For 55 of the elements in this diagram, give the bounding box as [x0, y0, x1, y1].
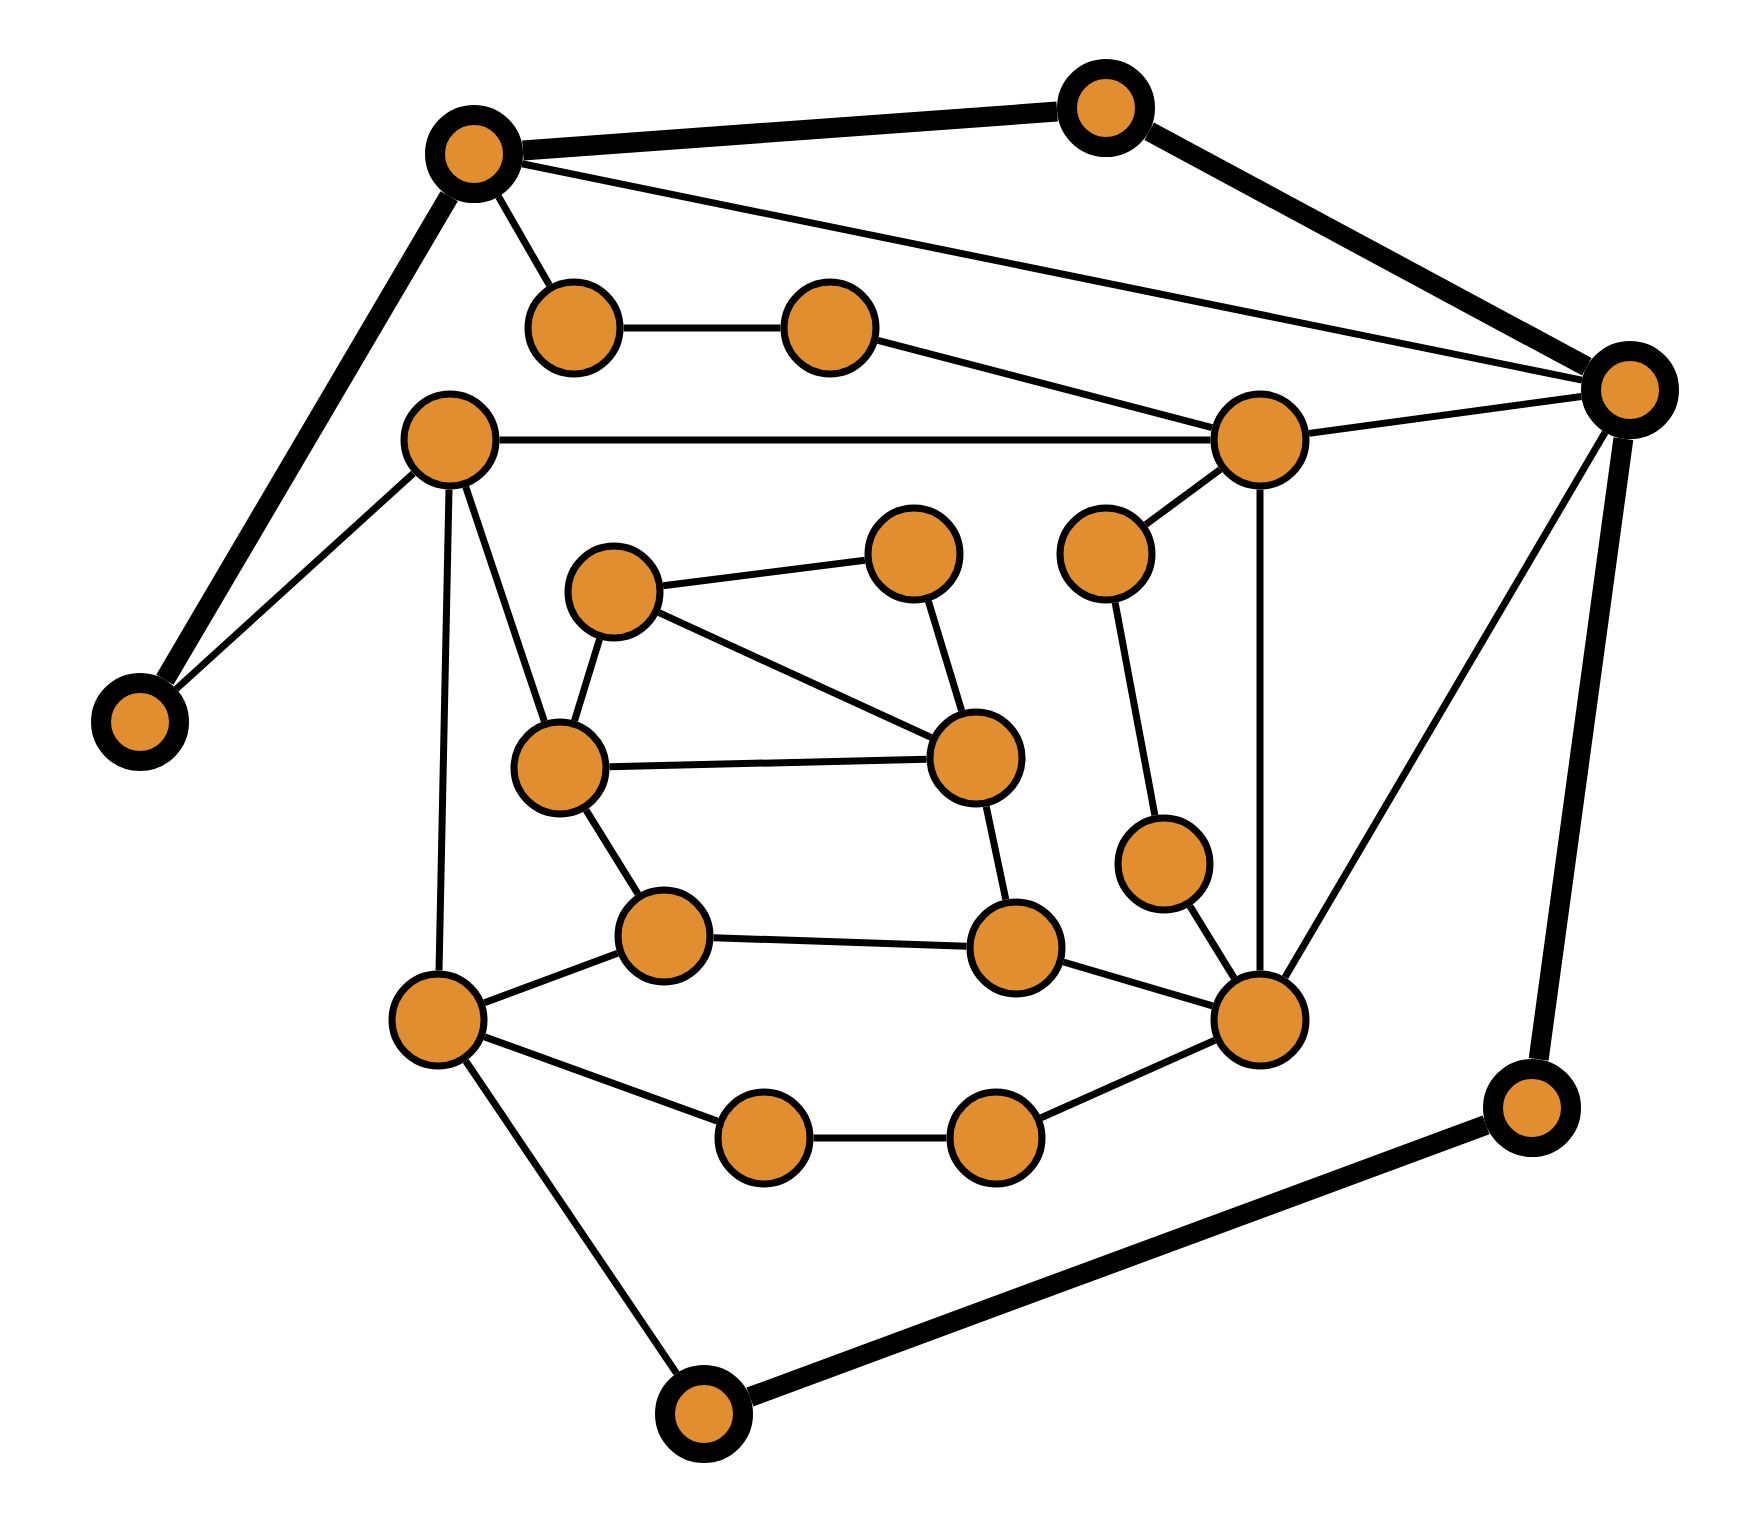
- graph-node: [1210, 970, 1310, 1070]
- graph-edge: [877, 337, 1213, 431]
- graph-node: [524, 278, 624, 378]
- graph-edge: [583, 808, 641, 896]
- graph-node: [1114, 814, 1214, 914]
- graph-node: [91, 673, 189, 771]
- graph-node: [655, 1365, 753, 1463]
- graph-node: [614, 886, 714, 986]
- graph-edge: [813, 1134, 947, 1142]
- graph-edge: [1143, 466, 1223, 528]
- graph-edge: [462, 485, 548, 723]
- graph-node: [1210, 390, 1310, 490]
- graph-edge: [623, 324, 781, 332]
- graph-edge: [713, 934, 967, 950]
- graph-edge: [662, 556, 866, 590]
- graph-node: [1057, 59, 1155, 157]
- graph-node: [926, 708, 1026, 808]
- graph-edge: [1528, 437, 1634, 1061]
- graph-node: [946, 1088, 1046, 1188]
- graph-node: [1581, 341, 1679, 439]
- graph-edge: [521, 160, 1583, 384]
- graph-edge: [982, 805, 1010, 901]
- graph-edge: [522, 101, 1058, 161]
- graph-edge: [483, 949, 619, 1007]
- graph-edge: [1256, 489, 1264, 971]
- graph-edge: [925, 600, 965, 712]
- graph-edge: [571, 638, 603, 722]
- graph-edge: [657, 609, 933, 741]
- graph-edge: [746, 1115, 1490, 1407]
- graph-node: [425, 105, 523, 203]
- graph-edge: [1186, 904, 1238, 980]
- graph-edge: [173, 470, 416, 692]
- graph-edge: [1062, 958, 1214, 1010]
- graph-edge: [483, 1033, 719, 1125]
- graph-node: [864, 504, 964, 604]
- graph-node: [388, 970, 488, 1070]
- graph-node: [714, 1088, 814, 1188]
- graph-edge: [435, 489, 453, 971]
- graph-edge: [495, 194, 553, 287]
- graph-node: [400, 390, 500, 490]
- graph-node: [780, 278, 880, 378]
- graph-edge: [1144, 122, 1592, 376]
- graph-edge: [462, 1059, 680, 1376]
- graph-edge: [1282, 430, 1609, 980]
- graph-edge: [156, 191, 458, 685]
- graph-node: [510, 718, 610, 818]
- graph-edge: [1308, 393, 1582, 437]
- graph-edge: [1039, 1037, 1217, 1121]
- graph-node: [564, 542, 664, 642]
- graph-node: [1483, 1059, 1581, 1157]
- graph-edge: [499, 436, 1211, 444]
- graph-node: [1056, 504, 1156, 604]
- graph-node: [966, 898, 1066, 998]
- graph-edge: [1111, 602, 1159, 816]
- graph-edge: [609, 755, 927, 771]
